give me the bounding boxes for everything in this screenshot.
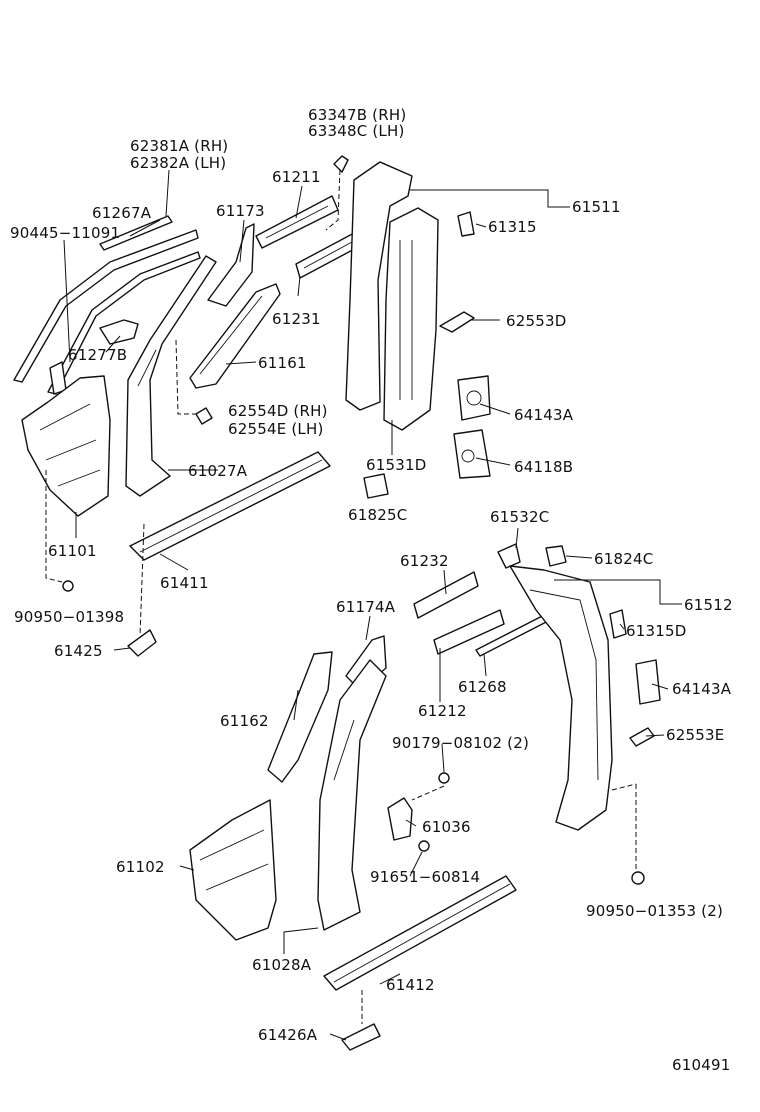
label-62553d: 62553D <box>506 312 566 330</box>
plate-64143a-bottom <box>635 659 661 705</box>
label-61231: 61231 <box>272 310 321 328</box>
label-61277b: 61277B <box>68 346 127 364</box>
label-61315: 61315 <box>488 218 537 236</box>
part-labels: 63347B (RH) 63348C (LH) 62381A (RH) 6238… <box>10 106 733 1074</box>
label-64118b: 64118B <box>514 458 573 476</box>
bracket-61426a <box>341 1023 381 1051</box>
rocker-61411 <box>129 451 331 561</box>
panel-61102 <box>189 799 277 941</box>
label-90445: 90445−11091 <box>10 224 120 242</box>
label-61512: 61512 <box>684 596 733 614</box>
pillar-61511 <box>345 161 439 431</box>
plate-64143a-top <box>457 375 491 421</box>
plate-64118b <box>453 429 491 479</box>
label-61036: 61036 <box>422 818 471 836</box>
label-61162: 61162 <box>220 712 269 730</box>
label-61267a: 61267A <box>92 204 152 222</box>
label-62554e: 62554E (LH) <box>228 420 324 438</box>
label-61511: 61511 <box>572 198 621 216</box>
label-61173: 61173 <box>216 202 265 220</box>
bracket-62553d <box>439 311 475 333</box>
label-61824c: 61824C <box>594 550 653 568</box>
bracket-61277b <box>99 319 139 345</box>
roof-rail-61211 <box>255 195 339 249</box>
block-61824c <box>545 545 567 567</box>
dashed-leaders <box>45 169 637 1024</box>
bracket-61036 <box>387 797 413 841</box>
roof-side-rail-strip <box>13 215 201 395</box>
block-61825c <box>363 473 389 499</box>
label-62553e: 62553E <box>666 726 724 744</box>
label-62554d: 62554D (RH) <box>228 402 328 420</box>
label-63347b: 63347B (RH) <box>308 106 406 124</box>
label-61102: 61102 <box>116 858 165 876</box>
label-90179: 90179−08102 (2) <box>392 734 529 752</box>
pillar-61162 <box>267 651 333 783</box>
label-61174a: 61174A <box>336 598 396 616</box>
label-90950-01398: 90950−01398 <box>14 608 124 626</box>
label-61232: 61232 <box>400 552 449 570</box>
grommet-90950-01398 <box>62 580 74 592</box>
bracket-62553e <box>629 727 655 747</box>
diagram-number: 610491 <box>672 1056 730 1074</box>
rail-61232 <box>413 571 479 619</box>
label-61825c: 61825C <box>348 506 407 524</box>
bracket-61173 <box>207 223 255 307</box>
label-61315d: 61315D <box>626 622 686 640</box>
label-61027a: 61027A <box>188 462 248 480</box>
bolt-91651 <box>418 840 430 852</box>
label-61412: 61412 <box>386 976 435 994</box>
label-64143a-bottom: 64143A <box>672 680 732 698</box>
label-61425: 61425 <box>54 642 103 660</box>
label-62381a: 62381A (RH) <box>130 137 228 155</box>
rail-61212 <box>433 609 505 655</box>
pillar-61027a <box>125 255 217 497</box>
panel-61101 <box>21 375 111 517</box>
bracket-61532c <box>497 543 521 569</box>
label-90950-01353: 90950−01353 (2) <box>586 902 723 920</box>
label-61101: 61101 <box>48 542 97 560</box>
label-61211: 61211 <box>272 168 321 186</box>
label-61028a: 61028A <box>252 956 312 974</box>
pillar-61028a <box>317 659 387 931</box>
label-61426a: 61426A <box>258 1026 318 1044</box>
pillar-61161 <box>189 283 281 389</box>
nut-90179 <box>438 772 450 784</box>
clip-61315d <box>609 609 627 639</box>
rocker-61412 <box>323 875 517 991</box>
label-61532c: 61532C <box>490 508 549 526</box>
grommet-90950-01353 <box>631 871 645 885</box>
label-61212: 61212 <box>418 702 467 720</box>
label-61268: 61268 <box>458 678 507 696</box>
clip-61315 <box>457 211 475 237</box>
label-62382a: 62382A (LH) <box>130 154 226 172</box>
block-62554d <box>195 407 213 425</box>
label-63348c: 63348C (LH) <box>308 122 405 140</box>
label-61411: 61411 <box>160 574 209 592</box>
label-61531d: 61531D <box>366 456 426 474</box>
label-64143a-top: 64143A <box>514 406 574 424</box>
leader-lines <box>63 169 682 1041</box>
clip-63347b <box>333 155 349 173</box>
pillar-61512 <box>509 565 613 831</box>
bracket-61425 <box>127 629 157 657</box>
label-91651: 91651−60814 <box>370 868 480 886</box>
label-61161: 61161 <box>258 354 307 372</box>
